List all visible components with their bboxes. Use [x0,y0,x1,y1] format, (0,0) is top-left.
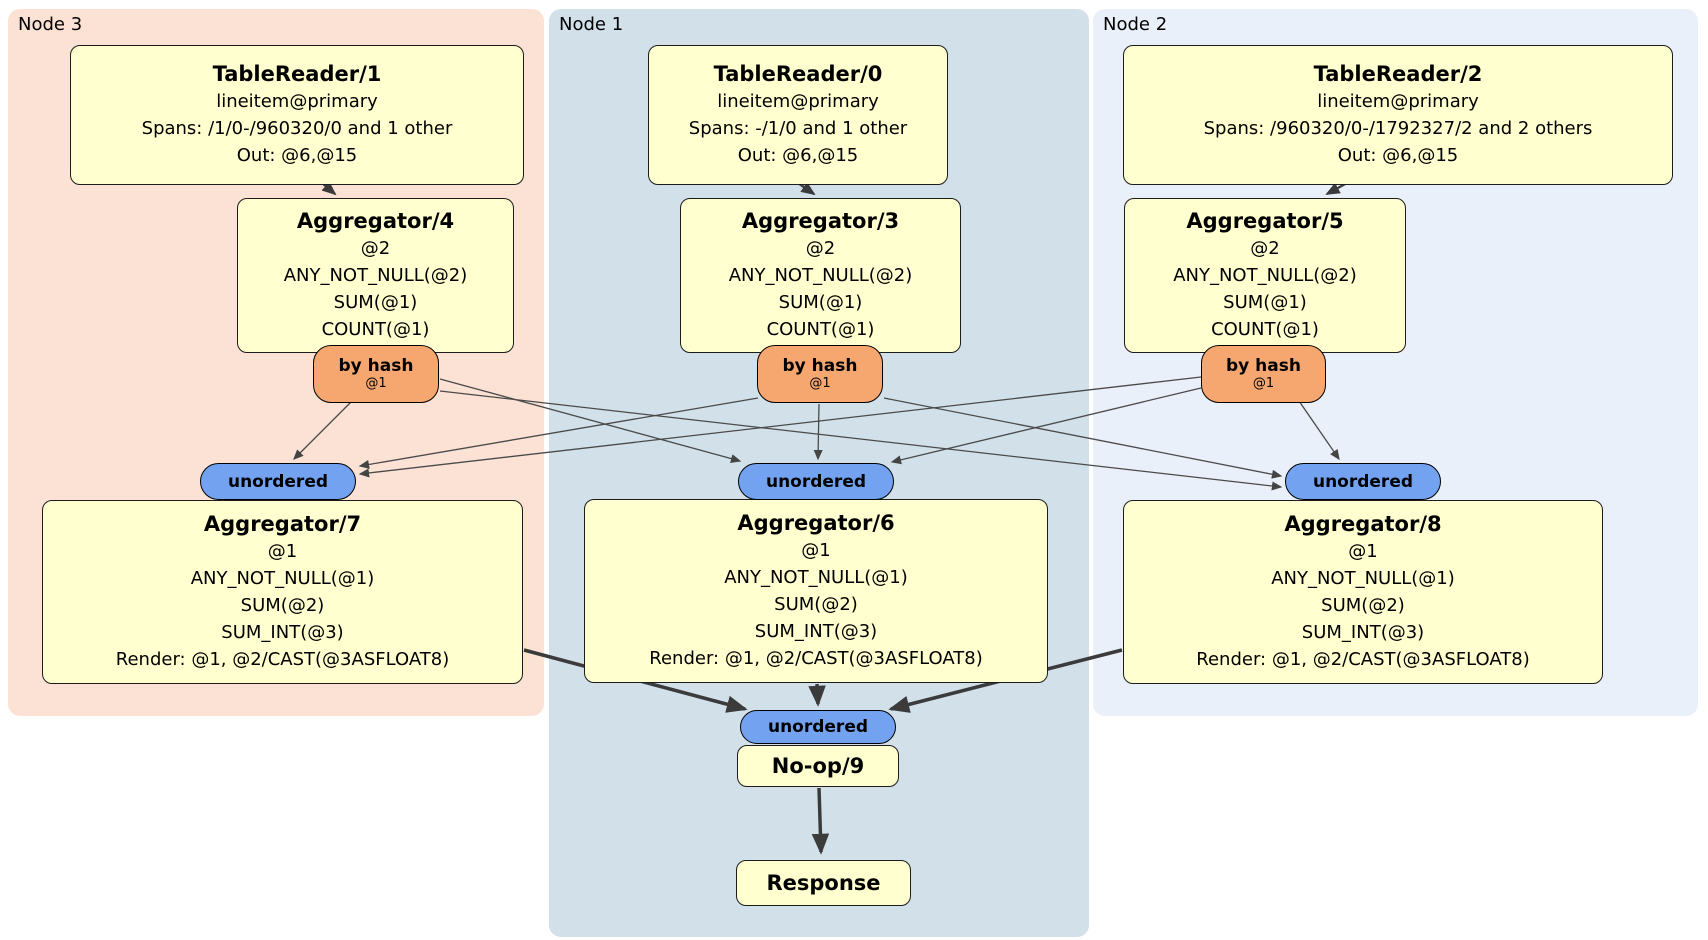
processor-detail: @2 [1250,238,1280,259]
processor-noop-9: No-op/9 [737,745,899,787]
processor-detail: Spans: /1/0-/960320/0 and 1 other [141,118,453,139]
processor-detail: Out: @6,@15 [737,145,859,166]
hash-router-key: @1 [365,376,387,391]
processor-detail: SUM(@1) [778,292,863,313]
processor-aggregator-6: Aggregator/6 @1 ANY_NOT_NULL(@1) SUM(@2)… [584,499,1048,683]
processor-detail: SUM(@1) [1223,292,1307,313]
hash-router-label: by hash [338,356,414,376]
processor-detail: Out: @6,@15 [1337,145,1459,166]
processor-detail: SUM(@2) [774,594,858,615]
processor-detail: Render: @1, @2/CAST(@3ASFLOAT8) [649,648,983,669]
hash-router-edges [293,376,1340,491]
processor-detail: Render: @1, @2/CAST(@3ASFLOAT8) [1196,649,1530,670]
processor-detail: @1 [267,541,298,562]
response-box: Response [736,860,911,906]
processor-detail: COUNT(@1) [321,319,430,340]
processor-detail: Spans: -/1/0 and 1 other [688,118,908,139]
processor-detail: Render: @1, @2/CAST(@3ASFLOAT8) [115,649,450,670]
processor-detail: SUM(@2) [1321,595,1405,616]
unordered-sync: unordered [740,710,896,744]
region-node-1-label: Node 1 [559,14,624,35]
unordered-sync: unordered [1285,463,1441,500]
processor-title: Aggregator/4 [296,209,455,233]
processor-detail: ANY_NOT_NULL(@1) [724,567,908,588]
processor-title: Aggregator/7 [203,512,362,536]
hash-router-label: by hash [782,356,858,376]
processor-title: TableReader/1 [212,62,382,86]
unordered-sync-label: unordered [227,471,329,492]
processor-title: TableReader/2 [1313,62,1483,86]
processor-detail: ANY_NOT_NULL(@1) [1271,568,1455,589]
processor-detail: SUM(@2) [240,595,325,616]
processor-detail: Spans: /960320/0-/1792327/2 and 2 others [1203,118,1593,139]
processor-detail: @1 [801,540,831,561]
hash-router: by hash @1 [1201,345,1326,403]
unordered-sync-label: unordered [1312,471,1414,492]
processor-detail: COUNT(@1) [766,319,875,340]
region-node-2-label: Node 2 [1103,14,1168,35]
unordered-sync-label: unordered [765,471,867,492]
hash-router: by hash @1 [313,345,439,403]
processor-detail: lineitem@primary [1317,91,1479,112]
processor-title: Aggregator/3 [741,209,900,233]
processor-detail: ANY_NOT_NULL(@1) [190,568,375,589]
response-label: Response [766,871,881,895]
processor-detail: SUM_INT(@3) [221,622,344,643]
processor-title: Aggregator/6 [737,511,895,535]
processor-detail: ANY_NOT_NULL(@2) [728,265,913,286]
processor-detail: SUM_INT(@3) [1301,622,1425,643]
processor-title: Aggregator/5 [1186,209,1344,233]
processor-aggregator-4: Aggregator/4 @2 ANY_NOT_NULL(@2) SUM(@1)… [237,198,514,353]
processor-tablereader-1: TableReader/1 lineitem@primary Spans: /1… [70,45,524,185]
region-node-3-label: Node 3 [18,14,83,35]
processor-detail: @2 [360,238,391,259]
processor-detail: @1 [1348,541,1378,562]
hash-router: by hash @1 [757,345,883,403]
hash-router-label: by hash [1226,356,1301,376]
hash-router-key: @1 [1252,376,1275,391]
unordered-sync: unordered [200,463,356,500]
processor-detail: SUM(@1) [333,292,418,313]
processor-detail: SUM_INT(@3) [754,621,878,642]
processor-detail: ANY_NOT_NULL(@2) [283,265,468,286]
processor-detail: lineitem@primary [717,91,879,112]
processor-title: Aggregator/8 [1284,512,1442,536]
processor-aggregator-3: Aggregator/3 @2 ANY_NOT_NULL(@2) SUM(@1)… [680,198,961,353]
processor-aggregator-7: Aggregator/7 @1 ANY_NOT_NULL(@1) SUM(@2)… [42,500,523,684]
processor-detail: ANY_NOT_NULL(@2) [1173,265,1357,286]
processor-tablereader-0: TableReader/0 lineitem@primary Spans: -/… [648,45,948,185]
processor-title: No-op/9 [771,754,865,778]
processor-detail: Out: @6,@15 [236,145,358,166]
processor-aggregator-5: Aggregator/5 @2 ANY_NOT_NULL(@2) SUM(@1)… [1124,198,1406,353]
unordered-sync-label: unordered [767,717,869,737]
processor-tablereader-2: TableReader/2 lineitem@primary Spans: /9… [1123,45,1673,185]
processor-detail: @2 [805,238,836,259]
processor-aggregator-8: Aggregator/8 @1 ANY_NOT_NULL(@1) SUM(@2)… [1123,500,1603,684]
processor-title: TableReader/0 [713,62,883,86]
processor-detail: lineitem@primary [216,91,378,112]
hash-router-key: @1 [809,376,831,391]
processor-detail: COUNT(@1) [1211,319,1319,340]
unordered-sync: unordered [738,463,894,500]
